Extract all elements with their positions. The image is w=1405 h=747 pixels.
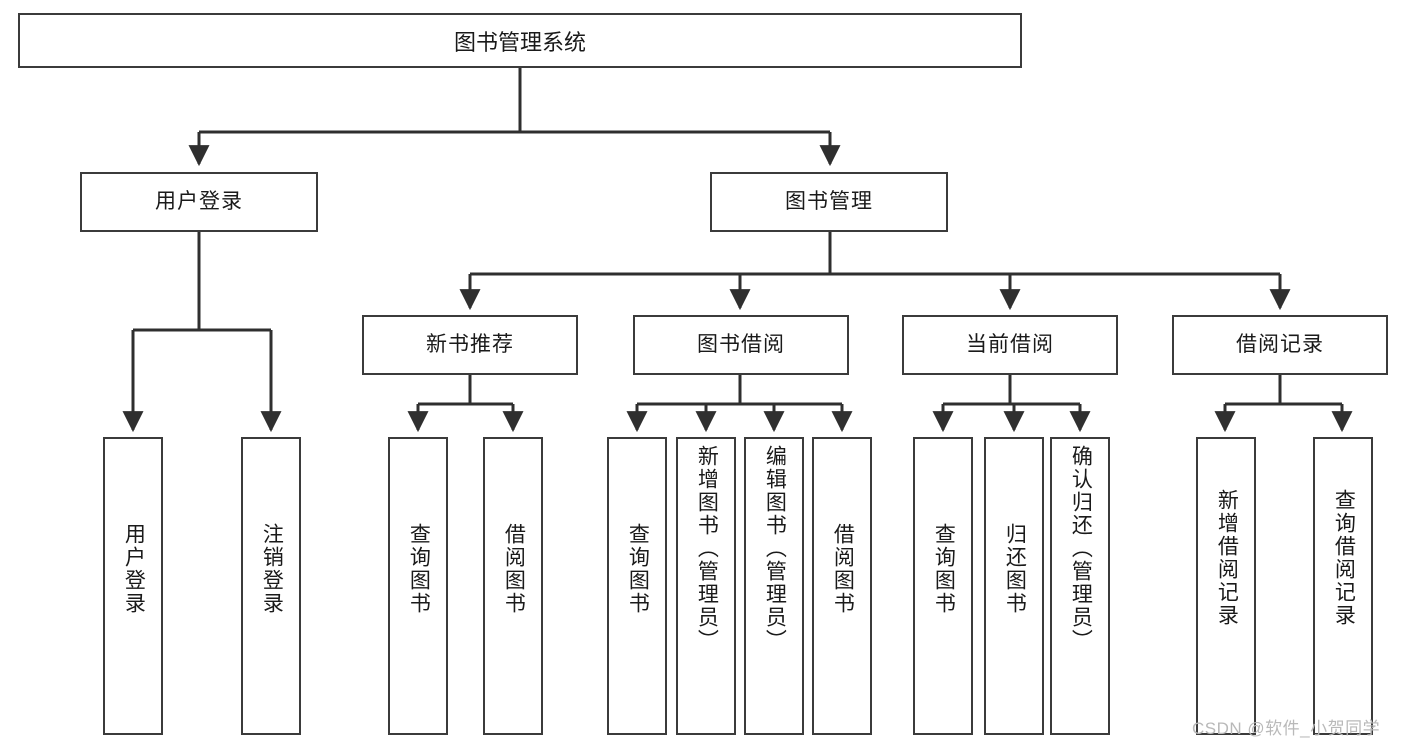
leaf-book-borrow-borrow-book[interactable]: 借阅图书 — [812, 437, 872, 735]
leaf-borrow-record-query-record[interactable]: 查询借阅记录 — [1313, 437, 1373, 735]
leaf-label: 注销登录 — [260, 523, 284, 615]
leaf-label: 查询图书 — [626, 523, 650, 615]
node-book-management[interactable]: 图书管理 — [710, 172, 948, 232]
leaf-label: 确认归还（管理员） — [1069, 445, 1093, 652]
leaf-current-borrow-query-book[interactable]: 查询图书 — [913, 437, 973, 735]
leaf-book-borrow-edit-book-admin[interactable]: 编辑图书（管理员） — [744, 437, 804, 735]
node-root-system[interactable]: 图书管理系统 — [18, 13, 1022, 68]
leaf-label: 查询图书 — [407, 523, 431, 615]
leaf-label: 查询图书 — [932, 523, 956, 615]
leaf-user-login-login[interactable]: 用户登录 — [103, 437, 163, 735]
node-label: 图书借阅 — [697, 333, 785, 357]
leaf-label: 查询借阅记录 — [1332, 489, 1356, 627]
leaf-new-book-query-book[interactable]: 查询图书 — [388, 437, 448, 735]
leaf-label: 新增借阅记录 — [1215, 489, 1239, 627]
leaf-current-borrow-confirm-return-admin[interactable]: 确认归还（管理员） — [1050, 437, 1110, 735]
node-label: 借阅记录 — [1236, 333, 1324, 357]
leaf-label: 借阅图书 — [502, 523, 526, 615]
node-label: 图书管理 — [785, 190, 873, 214]
leaf-label: 编辑图书（管理员） — [763, 445, 787, 652]
node-new-book-recommend[interactable]: 新书推荐 — [362, 315, 578, 375]
node-current-borrow[interactable]: 当前借阅 — [902, 315, 1118, 375]
node-label: 当前借阅 — [966, 333, 1054, 357]
node-book-borrow[interactable]: 图书借阅 — [633, 315, 849, 375]
leaf-label: 新增图书（管理员） — [695, 445, 719, 652]
leaf-user-login-logout[interactable]: 注销登录 — [241, 437, 301, 735]
node-borrow-record[interactable]: 借阅记录 — [1172, 315, 1388, 375]
leaf-book-borrow-query-book[interactable]: 查询图书 — [607, 437, 667, 735]
leaf-borrow-record-add-record[interactable]: 新增借阅记录 — [1196, 437, 1256, 735]
node-label: 用户登录 — [155, 190, 243, 214]
node-label: 新书推荐 — [426, 333, 514, 357]
leaf-current-borrow-return-book[interactable]: 归还图书 — [984, 437, 1044, 735]
leaf-label: 归还图书 — [1003, 523, 1027, 615]
leaf-new-book-borrow-book[interactable]: 借阅图书 — [483, 437, 543, 735]
node-user-login[interactable]: 用户登录 — [80, 172, 318, 232]
node-label: 图书管理系统 — [453, 29, 586, 55]
leaf-label: 借阅图书 — [831, 523, 855, 615]
leaf-label: 用户登录 — [122, 523, 146, 615]
leaf-book-borrow-add-book-admin[interactable]: 新增图书（管理员） — [676, 437, 736, 735]
csdn-watermark: CSDN @软件_小贺同学 — [1192, 719, 1381, 738]
